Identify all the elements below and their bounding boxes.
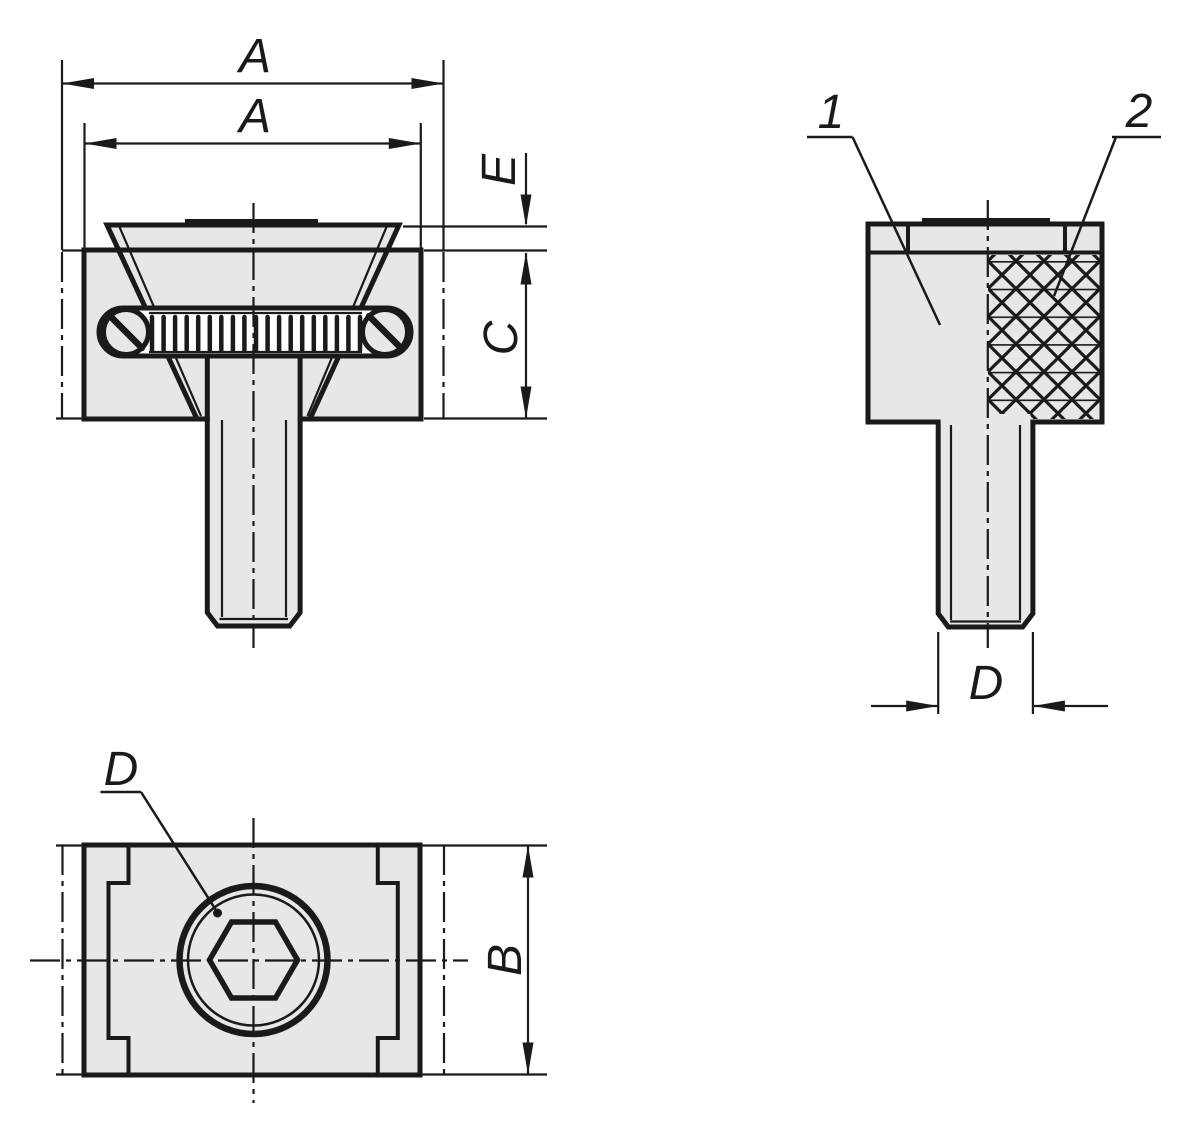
hex-socket	[206, 919, 301, 1001]
side-notch-left	[106, 847, 131, 1073]
side-view: 1 2 D	[807, 85, 1161, 714]
callout-label-2: 2	[1125, 85, 1153, 138]
screw-shaft-front-fill	[209, 410, 298, 625]
dim-label-d-side: D	[969, 657, 1004, 710]
slotted-screw-right-slot	[365, 312, 405, 352]
wedge-top-pad	[185, 219, 318, 226]
dim-c: C	[56, 252, 547, 420]
top-centerlines	[30, 818, 468, 1103]
screw-shaft-side-outline	[935, 424, 1036, 630]
front-view: A A E C	[56, 30, 547, 648]
dim-label-c: C	[475, 320, 528, 355]
callout-d-leader-dot	[213, 908, 222, 918]
dim-a-inner: A	[83, 90, 422, 248]
callout-2: 2	[1052, 85, 1161, 297]
dim-label-a-inner: A	[236, 90, 271, 143]
knurl-pattern	[988, 255, 1100, 419]
callout-label-1: 1	[818, 86, 845, 139]
screw-thread-lines-side	[949, 425, 1022, 623]
side-top-pad	[922, 218, 1050, 225]
callout-1: 1	[807, 86, 942, 326]
dim-label-b: B	[479, 944, 532, 976]
dim-a-outer: A	[60, 30, 445, 250]
top-view: D B	[30, 743, 547, 1103]
dim-label-e: E	[473, 153, 526, 186]
callout-d: D	[100, 743, 222, 918]
screw-shaft-side-fill	[940, 414, 1031, 626]
callout-d-leader	[100, 790, 218, 912]
dim-label-a-outer: A	[236, 30, 271, 83]
slotted-screw-left-slot	[106, 312, 146, 352]
front-phantom-lines	[60, 252, 445, 419]
callout-1-leader	[807, 135, 942, 326]
top-extension-lines	[56, 844, 547, 1076]
spring-coil	[149, 314, 363, 353]
dim-e: E	[62, 153, 547, 252]
callout-label-d: D	[104, 743, 139, 796]
callout-2-leader	[1052, 135, 1161, 297]
dim-d-side: D	[871, 632, 1108, 714]
dim-b: B	[479, 845, 534, 1075]
top-phantom-lines	[61, 845, 446, 1075]
